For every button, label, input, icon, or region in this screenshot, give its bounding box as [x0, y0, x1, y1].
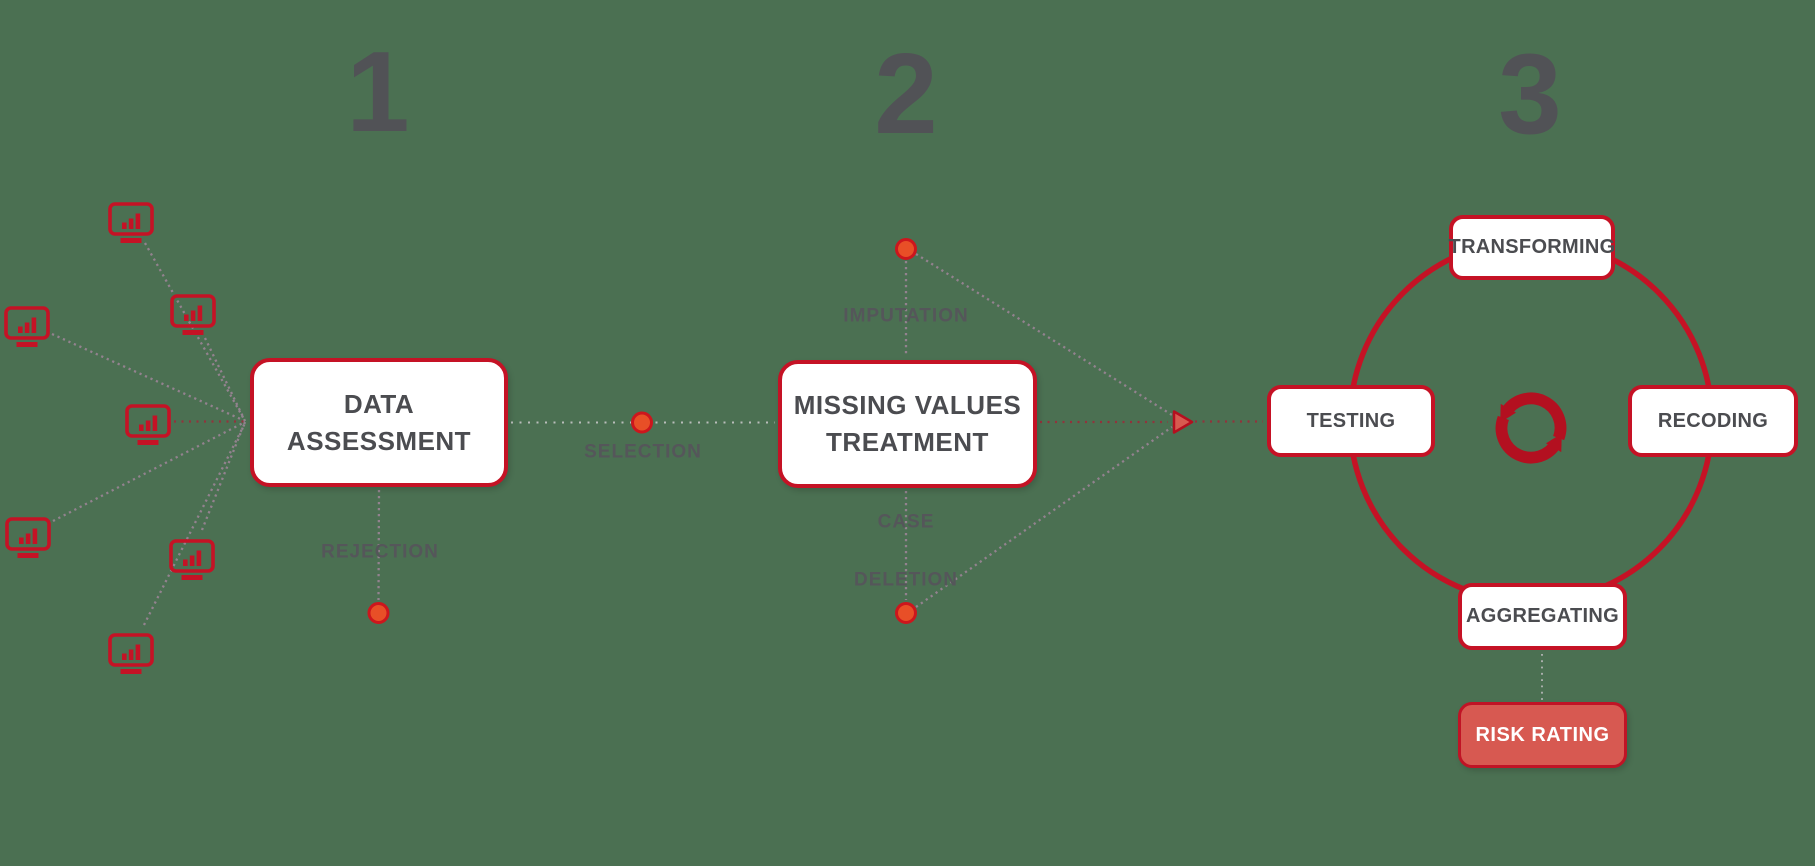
missing-values-label-line1: MISSING VALUES [793, 390, 1022, 420]
monitor-connector-lines [51, 242, 247, 626]
rejection-label: REJECTION [321, 541, 439, 563]
step-number-3: 3 [1498, 31, 1562, 158]
refresh-icon [1495, 392, 1567, 464]
monitor-icon [5, 517, 51, 560]
aggregating-box: AGGREGATING [1458, 583, 1627, 650]
monitor-icon [4, 306, 50, 349]
rejection-dotted-line [377, 489, 381, 601]
dotted-connector-line [52, 420, 246, 523]
data-assessment-box: DATA ASSESSMENT [250, 358, 508, 487]
case-deletion-label: CASE DELETION [854, 479, 958, 624]
risk-rating-label: RISK RATING [1475, 723, 1610, 746]
missing-values-treatment-box: MISSING VALUES TREATMENT [778, 360, 1037, 488]
imputation-label: IMPUTATION [843, 305, 969, 327]
transforming-label: TRANSFORMING [1448, 236, 1616, 258]
monitor-icon [125, 404, 171, 447]
testing-label: TESTING [1306, 409, 1396, 432]
diagonal-dotted-line [915, 426, 1173, 608]
dotted-connector-line [203, 337, 247, 422]
rejection-node-dot [367, 602, 390, 624]
recoding-label: RECODING [1657, 409, 1769, 432]
diagonal-dotted-line [915, 253, 1173, 416]
selection-label: SELECTION [584, 441, 702, 463]
aggregating-label: AGGREGATING [1466, 605, 1619, 627]
case-deletion-node-dot [895, 602, 917, 624]
monitor-icon [108, 633, 154, 676]
dotted-connector-line [51, 332, 246, 423]
data-assessment-label-line1: DATA [343, 388, 415, 419]
recoding-box: RECODING [1628, 385, 1798, 457]
missing-values-label-line2: TREATMENT [826, 427, 989, 457]
dotted-connector-line [142, 422, 247, 626]
case-deletion-label-line1: CASE [877, 511, 935, 533]
dotted-connector-line [200, 421, 247, 531]
case-deletion-label-line2: DELETION [853, 569, 959, 591]
flow-arrow-icon [1172, 410, 1194, 434]
monitor-icon [108, 202, 154, 245]
step-number-1: 1 [346, 29, 410, 156]
risk-rating-box: RISK RATING [1458, 702, 1627, 768]
step-number-2: 2 [874, 31, 938, 158]
imputation-node-dot [895, 238, 917, 260]
testing-box: TESTING [1267, 385, 1435, 457]
selection-node-dot [631, 411, 653, 434]
data-assessment-label-line2: ASSESSMENT [286, 425, 472, 456]
transforming-box: TRANSFORMING [1449, 215, 1615, 280]
